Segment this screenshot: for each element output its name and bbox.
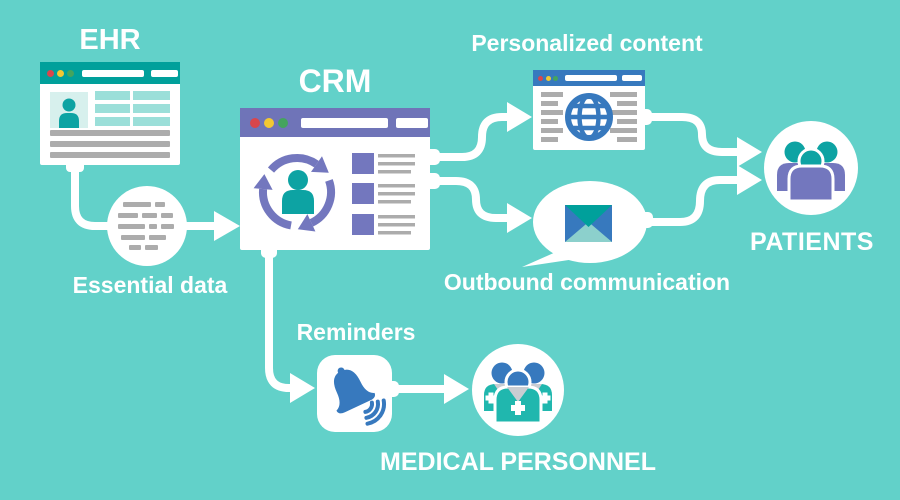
personalized-window-titlebar <box>533 70 645 86</box>
yellow-dot-icon <box>57 69 64 77</box>
customer-sync-browser-icon <box>253 153 415 235</box>
contact-avatar-icon <box>288 170 308 190</box>
reminders-label: Reminders <box>296 319 416 345</box>
crm-label: CRM <box>298 63 372 99</box>
ehr-window-titlebar <box>40 62 180 84</box>
green-dot-icon <box>67 69 74 77</box>
people-group-icon <box>777 141 845 203</box>
address-bar <box>82 69 144 77</box>
crm-window <box>240 108 430 250</box>
crm-window-titlebar <box>240 108 430 137</box>
sync-arrows-icon <box>253 154 335 232</box>
email-speech-bubble-icon <box>522 181 647 267</box>
medical-personnel-label: MEDICAL PERSONNEL <box>380 448 656 476</box>
bell-notification-icon <box>333 367 387 426</box>
address-bar-short <box>622 75 642 81</box>
outbound-communication-label: Outbound communication <box>443 269 731 295</box>
globe-icon <box>565 93 613 141</box>
red-dot-icon <box>538 75 543 81</box>
patients-node <box>764 121 858 215</box>
ehr-label: EHR <box>79 24 141 56</box>
ehr-window <box>40 62 180 165</box>
personalized-content-label: Personalized content <box>471 30 703 56</box>
medical-personnel-node <box>472 344 564 436</box>
text-snippets-icon <box>118 202 174 250</box>
sound-waves-icon <box>363 398 387 426</box>
address-bar-short <box>396 117 428 128</box>
patient-avatar-icon <box>62 98 76 112</box>
address-bar <box>564 75 617 81</box>
green-dot-icon <box>553 75 558 81</box>
personalized-content-window <box>533 70 645 150</box>
red-dot-icon <box>250 117 260 128</box>
green-dot-icon <box>278 117 288 128</box>
globe-browser-icon <box>541 92 637 142</box>
patients-label: PATIENTS <box>750 228 874 256</box>
essential-data-label: Essential data <box>72 272 228 298</box>
yellow-dot-icon <box>545 75 551 81</box>
address-bar-short <box>151 69 178 77</box>
medical-team-icon <box>484 362 552 425</box>
red-dot-icon <box>47 69 54 77</box>
reminders-node <box>317 355 392 432</box>
essential-data-node <box>107 186 187 266</box>
address-bar <box>301 117 388 128</box>
envelope-icon <box>565 205 612 242</box>
yellow-dot-icon <box>264 117 274 128</box>
patient-record-browser-icon <box>50 91 170 158</box>
